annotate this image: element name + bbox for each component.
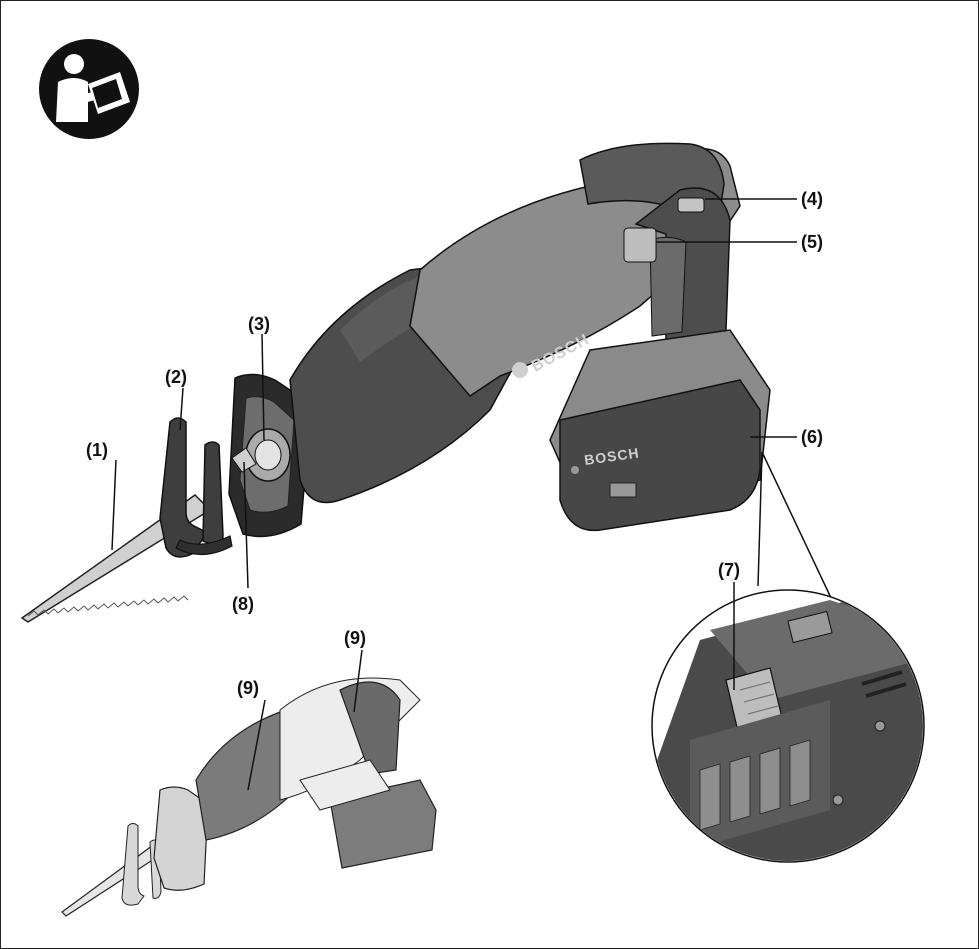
charge-indicator bbox=[609, 482, 637, 498]
callout-4: (4) bbox=[801, 189, 823, 209]
on-off-trigger bbox=[623, 227, 657, 263]
battery-brand-label: BOSCH bbox=[583, 444, 640, 468]
leader-lines bbox=[111, 198, 797, 791]
callout-2: (2) bbox=[165, 367, 187, 387]
callout-3: (3) bbox=[248, 314, 270, 334]
callout-9-grip: (9) bbox=[237, 678, 259, 698]
callout-1: (1) bbox=[86, 440, 108, 460]
switch-lock-button bbox=[677, 197, 705, 213]
callout-9-handle: (9) bbox=[344, 628, 366, 648]
callout-6: (6) bbox=[801, 427, 823, 447]
rear-handle bbox=[623, 187, 731, 361]
reciprocating-saw: BOSCH BOSCH bbox=[20, 142, 771, 623]
callout-5: (5) bbox=[801, 232, 823, 252]
battery-release-detail bbox=[651, 451, 925, 863]
grip-surfaces-view bbox=[61, 677, 437, 917]
callout-8: (8) bbox=[232, 594, 254, 614]
base-shoe bbox=[159, 417, 233, 558]
battery-pack: BOSCH bbox=[549, 329, 771, 532]
blade-clamp bbox=[231, 428, 291, 482]
callout-7: (7) bbox=[718, 560, 740, 580]
read-manual-icon bbox=[39, 39, 139, 139]
